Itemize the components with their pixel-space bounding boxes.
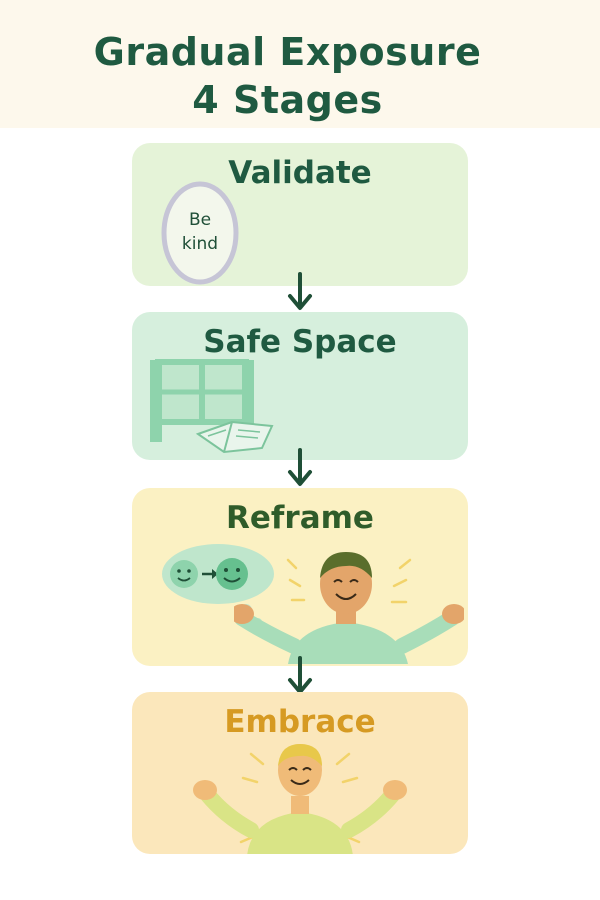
be-kind-text-line-1: Be bbox=[189, 210, 211, 230]
stage-card-validate: Validate Be kind bbox=[132, 143, 468, 286]
stage-card-embrace: Embrace bbox=[132, 692, 468, 854]
header-band bbox=[0, 0, 600, 128]
stage-title-reframe: Reframe bbox=[226, 500, 374, 536]
stage-title-validate: Validate bbox=[228, 155, 372, 191]
window-with-book-icon bbox=[150, 359, 274, 454]
be-kind-text-line-2: kind bbox=[182, 234, 218, 254]
stage-title-safe-space: Safe Space bbox=[203, 324, 397, 360]
stage-title-embrace: Embrace bbox=[224, 704, 376, 740]
title-line-1: Gradual Exposure bbox=[93, 30, 482, 74]
arrow-down-icon bbox=[288, 448, 312, 486]
stage-card-reframe: Reframe bbox=[132, 488, 468, 666]
title-line-2: 4 Stages bbox=[192, 78, 383, 122]
arrow-down-icon bbox=[288, 272, 312, 310]
be-kind-mirror-icon: Be kind bbox=[161, 181, 239, 285]
arrow-down-icon bbox=[288, 656, 312, 694]
cheering-person-icon bbox=[193, 744, 407, 854]
stage-card-safe-space: Safe Space bbox=[132, 312, 468, 460]
smiling-person-icon bbox=[234, 552, 464, 664]
page-title: Gradual Exposure 4 Stages bbox=[0, 28, 575, 124]
